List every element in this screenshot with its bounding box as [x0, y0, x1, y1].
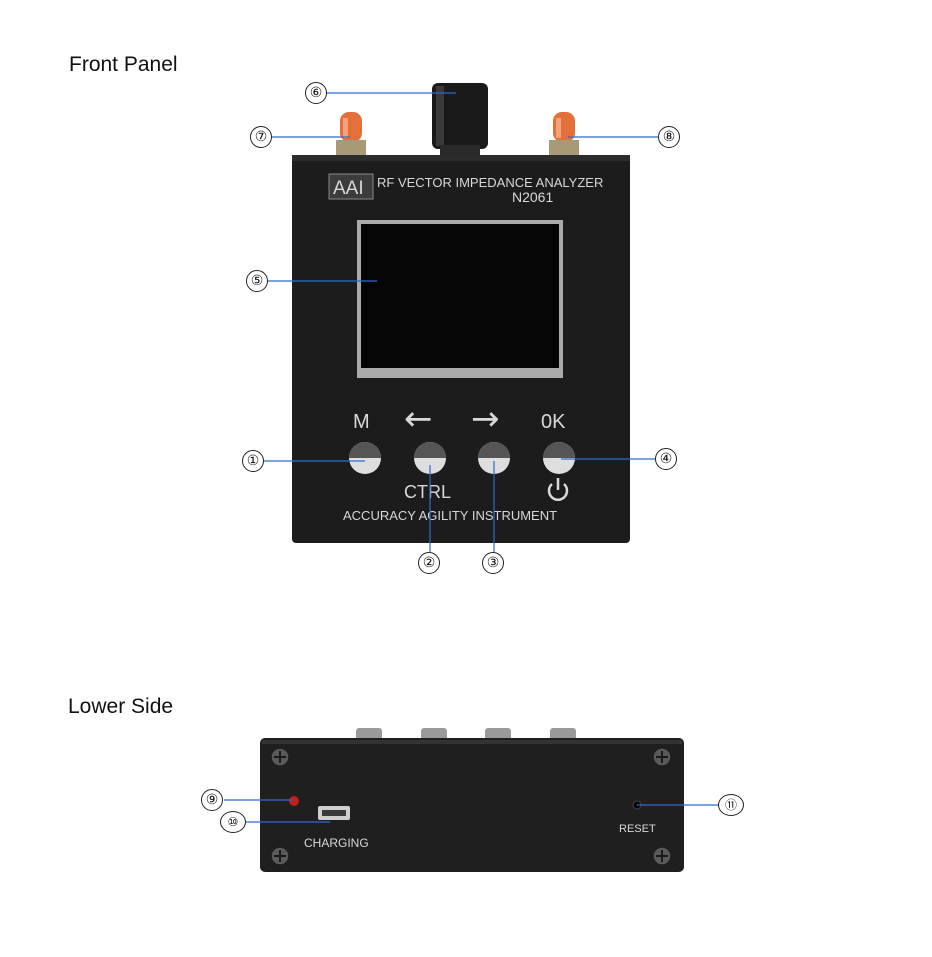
- lower-side-title: Lower Side: [68, 695, 174, 718]
- front-leader-lines: [263, 92, 658, 553]
- tagline-label: ACCURACY AGILITY INSTRUMENT: [343, 508, 557, 523]
- sma-connector-left: [336, 112, 366, 156]
- button-right[interactable]: [478, 442, 510, 474]
- reset-label: RESET: [619, 823, 656, 835]
- brand-label: AAI: [333, 178, 364, 199]
- callout-2: ②: [418, 552, 440, 574]
- ctrl-label: CTRL: [404, 482, 451, 502]
- callout-9: ⑨: [201, 789, 223, 811]
- charging-led: [289, 796, 299, 806]
- usb-port[interactable]: [318, 806, 350, 820]
- encoder-knob: [432, 83, 488, 149]
- front-panel-title: Front Panel: [69, 53, 178, 76]
- button-ok[interactable]: [543, 442, 575, 474]
- right-arrow-icon: →: [471, 399, 500, 439]
- callout-10: ⑩: [220, 811, 246, 833]
- callout-8: ⑧: [658, 126, 680, 148]
- callout-1: ①: [242, 450, 264, 472]
- sma-connector-right: [549, 112, 579, 156]
- callout-6: ⑥: [305, 82, 327, 104]
- button-m[interactable]: [349, 442, 381, 474]
- left-arrow-icon: ←: [404, 399, 433, 439]
- callout-11: ⑪: [718, 794, 744, 816]
- m-label: M: [353, 411, 370, 433]
- charging-label: CHARGING: [304, 836, 369, 850]
- callout-3: ③: [482, 552, 504, 574]
- model-line-label: RF VECTOR IMPEDANCE ANALYZER: [377, 175, 603, 190]
- lower-device-body: [260, 738, 684, 872]
- callout-7: ⑦: [250, 126, 272, 148]
- lower-leader-lines: [224, 799, 718, 823]
- callout-5: ⑤: [246, 270, 268, 292]
- button-left[interactable]: [414, 442, 446, 474]
- callout-4: ④: [655, 448, 677, 470]
- ok-label: 0K: [541, 411, 566, 433]
- power-icon: [547, 478, 569, 501]
- model-number-label: N2061: [512, 189, 553, 205]
